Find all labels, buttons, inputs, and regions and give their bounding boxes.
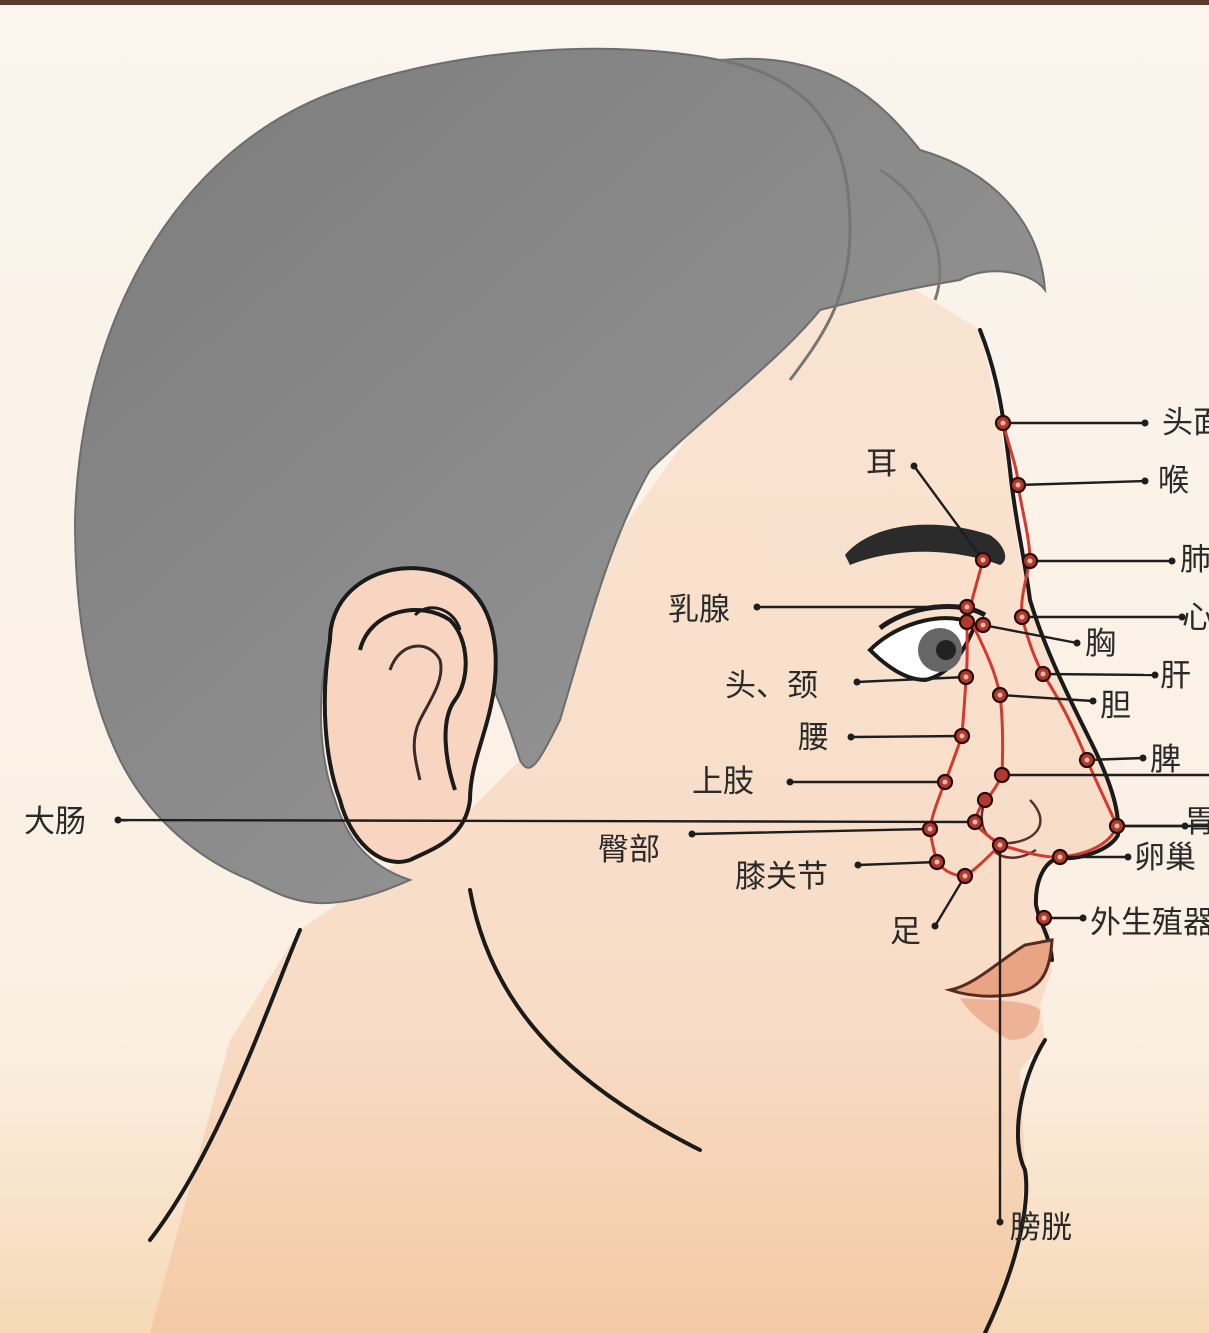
label-breast: 乳腺	[668, 592, 730, 628]
leader-tip-ear	[911, 463, 918, 470]
reflex-point-center	[960, 734, 965, 739]
label-liver: 肝	[1160, 658, 1191, 694]
leader-tip-throat	[1142, 478, 1149, 485]
leader-tip-breast	[754, 604, 761, 611]
leader-tip-gallbladder	[1090, 698, 1097, 705]
leader-line-waist	[851, 736, 962, 737]
leader-tip-chest	[1074, 640, 1081, 647]
leader-tip-hip	[689, 831, 696, 838]
leader-tip-spleen	[1140, 755, 1147, 762]
label-upper-limb: 上肢	[692, 764, 754, 800]
reflex-point-center	[981, 558, 986, 563]
leader-line-liver	[1043, 674, 1155, 675]
reflex-point-extra-2	[960, 615, 974, 629]
reflex-point-center	[1058, 855, 1063, 860]
leader-tip-upper-limb	[787, 779, 794, 786]
label-chest: 胸	[1085, 626, 1116, 662]
leader-tip-head-face	[1142, 420, 1149, 427]
label-gallbladder: 胆	[1100, 688, 1131, 724]
leader-tip-knee	[855, 862, 862, 869]
leader-tip-foot	[932, 923, 939, 930]
label-throat: 喉	[1158, 463, 1189, 499]
label-lung: 肺	[1180, 542, 1209, 578]
leader-tip-head-neck	[854, 679, 861, 686]
label-spleen: 脾	[1150, 742, 1181, 778]
label-hip: 臀部	[598, 832, 660, 868]
reflex-point-center	[1042, 916, 1047, 921]
reflex-point-center	[1085, 758, 1090, 763]
reflex-point-center	[1020, 615, 1025, 620]
label-ear: 耳	[866, 446, 897, 482]
label-genitals: 外生殖器	[1090, 905, 1209, 941]
label-heart: 心	[1182, 600, 1209, 636]
reflex-point-center	[981, 623, 986, 628]
leader-tip-ovary	[1125, 854, 1132, 861]
label-stomach: 胃	[1185, 804, 1209, 840]
label-ovary: 卵巢	[1134, 840, 1196, 876]
pupil	[936, 640, 956, 660]
reflex-point-center	[1028, 559, 1033, 564]
leader-tip-bladder	[997, 1219, 1004, 1226]
label-head-neck: 头、颈	[725, 668, 818, 704]
reflex-point-center	[1001, 421, 1006, 426]
leader-tip-liver	[1152, 672, 1159, 679]
reflex-point-center	[1041, 672, 1046, 677]
leader-tip-genitals	[1080, 915, 1087, 922]
reflex-point-center	[965, 605, 970, 610]
reflex-point-center	[1016, 483, 1021, 488]
leader-tip-large-intestine	[115, 817, 122, 824]
reflex-point-extra-0	[995, 768, 1009, 782]
reflex-point-center	[973, 820, 978, 825]
reflex-point-center	[928, 827, 933, 832]
reflex-point-center	[935, 860, 940, 865]
label-head-face: 头面	[1162, 405, 1209, 441]
reflex-point-extra-1	[978, 793, 992, 807]
reflex-point-center	[943, 780, 948, 785]
label-waist: 腰	[798, 720, 829, 756]
reflex-point-center	[998, 693, 1003, 698]
reflex-point-center	[1115, 824, 1120, 829]
label-large-intestine: 大肠	[24, 804, 86, 840]
leader-tip-waist	[848, 734, 855, 741]
leader-tip-lung	[1169, 558, 1176, 565]
reflex-point-center	[963, 874, 968, 879]
reflex-point-center	[998, 843, 1003, 848]
reflex-point-center	[964, 675, 969, 680]
label-knee: 膝关节	[735, 859, 828, 895]
label-bladder: 膀胱	[1010, 1210, 1072, 1246]
label-foot: 足	[890, 914, 921, 950]
